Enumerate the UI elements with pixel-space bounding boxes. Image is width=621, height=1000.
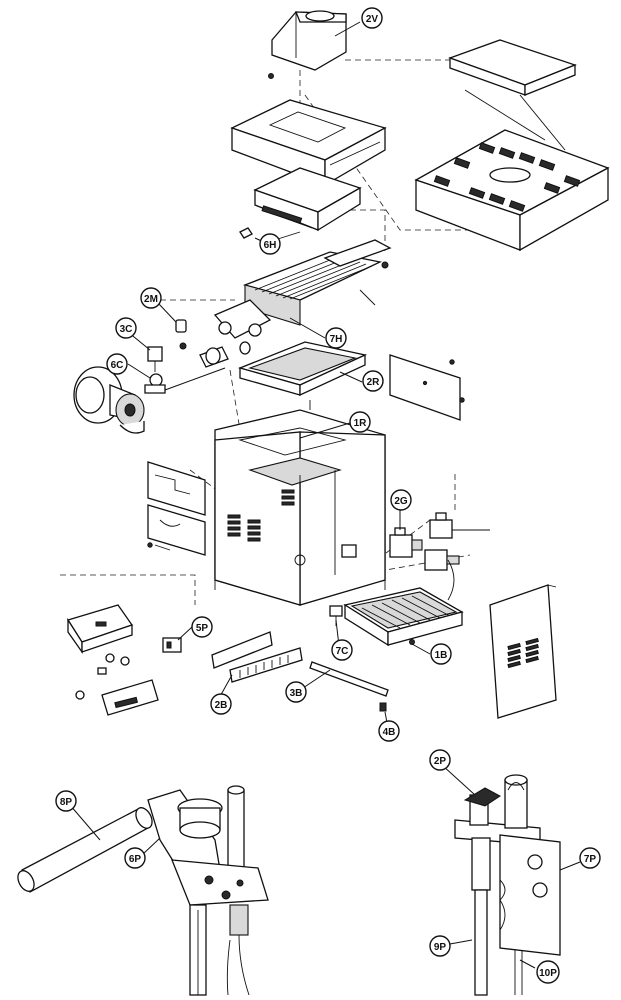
callout-3c: 3C — [115, 317, 137, 339]
callout-5p-label: 5P — [196, 623, 209, 634]
rod-3b — [309, 661, 389, 697]
callout-2m-label: 2M — [144, 294, 158, 305]
burner-manifold-1b — [343, 559, 464, 647]
callout-4b: 4B — [378, 720, 400, 742]
front-door-panel — [489, 584, 557, 719]
callout-2p-label: 2P — [434, 756, 447, 767]
top-jacket — [414, 129, 610, 252]
callout-2g: 2G — [390, 489, 412, 511]
callout-1r-label: 1R — [354, 418, 368, 429]
callout-6c-label: 6C — [111, 360, 124, 371]
door-louvers — [507, 637, 539, 669]
callout-2r-label: 2R — [367, 377, 381, 388]
inlet-outlet-header — [199, 299, 272, 368]
callout-2p: 2P — [429, 749, 451, 771]
flue-hood-2v — [268, 10, 347, 79]
callout-2g-label: 2G — [394, 496, 408, 507]
cabinet-louvers-upper — [281, 489, 295, 506]
combustion-chamber-top — [253, 167, 362, 232]
right-access-panel — [389, 354, 465, 421]
callout-2r: 2R — [362, 370, 384, 392]
screw-4b — [379, 702, 387, 712]
callout-4b-label: 4B — [383, 727, 396, 738]
callout-6h: 6H — [259, 233, 281, 255]
callout-7c: 7C — [331, 639, 353, 661]
callout-9p: 9P — [429, 935, 451, 957]
callout-2m: 2M — [140, 287, 162, 309]
callout-10p: 10P — [536, 960, 560, 984]
burner-slots — [361, 595, 451, 629]
pilot-detail-left — [17, 785, 269, 996]
callout-6h-label: 6H — [264, 240, 277, 251]
burner-tray-2r — [237, 341, 368, 410]
callout-10p-label: 10P — [539, 968, 557, 979]
heat-exchanger-7h — [242, 239, 392, 326]
callout-1r: 1R — [349, 411, 371, 433]
bracket-2b — [211, 631, 303, 683]
blower-assembly — [73, 366, 226, 434]
component-5p — [162, 637, 182, 653]
left-side-panels — [147, 461, 206, 556]
pilot-detail-right — [454, 774, 561, 996]
top-cover-plate — [448, 39, 577, 151]
callout-2b-label: 2B — [215, 700, 228, 711]
callout-9p-label: 9P — [434, 942, 447, 953]
callout-2b: 2B — [210, 693, 232, 715]
callout-3b-label: 3B — [290, 688, 303, 699]
cabinet-louvers-left — [227, 514, 261, 542]
tee-fitting-6c — [144, 373, 166, 394]
callout-6c: 6C — [106, 353, 128, 375]
pressure-switch-3c — [147, 346, 163, 372]
cabinet-1r — [214, 409, 386, 606]
callout-7p: 7P — [579, 847, 601, 869]
jacket-louvers — [433, 142, 581, 212]
callout-1b-label: 1B — [435, 650, 448, 661]
control-box — [66, 604, 159, 716]
callout-7c-label: 7C — [336, 646, 349, 657]
callout-3b: 3B — [285, 681, 307, 703]
callout-3c-label: 3C — [120, 324, 133, 335]
bracket-teeth — [239, 655, 289, 678]
callout-8p-label: 8P — [60, 797, 73, 808]
callout-7h: 7H — [325, 327, 347, 349]
callout-6p: 6P — [124, 847, 146, 869]
callout-8p: 8P — [55, 790, 77, 812]
fitting-2m — [175, 319, 187, 350]
callout-5p: 5P — [191, 616, 213, 638]
callout-1b: 1B — [430, 643, 452, 665]
gas-valve-2g — [389, 512, 490, 571]
callout-7h-label: 7H — [330, 334, 343, 345]
callout-2v: 2V — [361, 7, 383, 29]
callout-7p-label: 7P — [584, 854, 597, 865]
callout-6p-label: 6P — [129, 854, 142, 865]
callout-2v-label: 2V — [366, 14, 379, 25]
